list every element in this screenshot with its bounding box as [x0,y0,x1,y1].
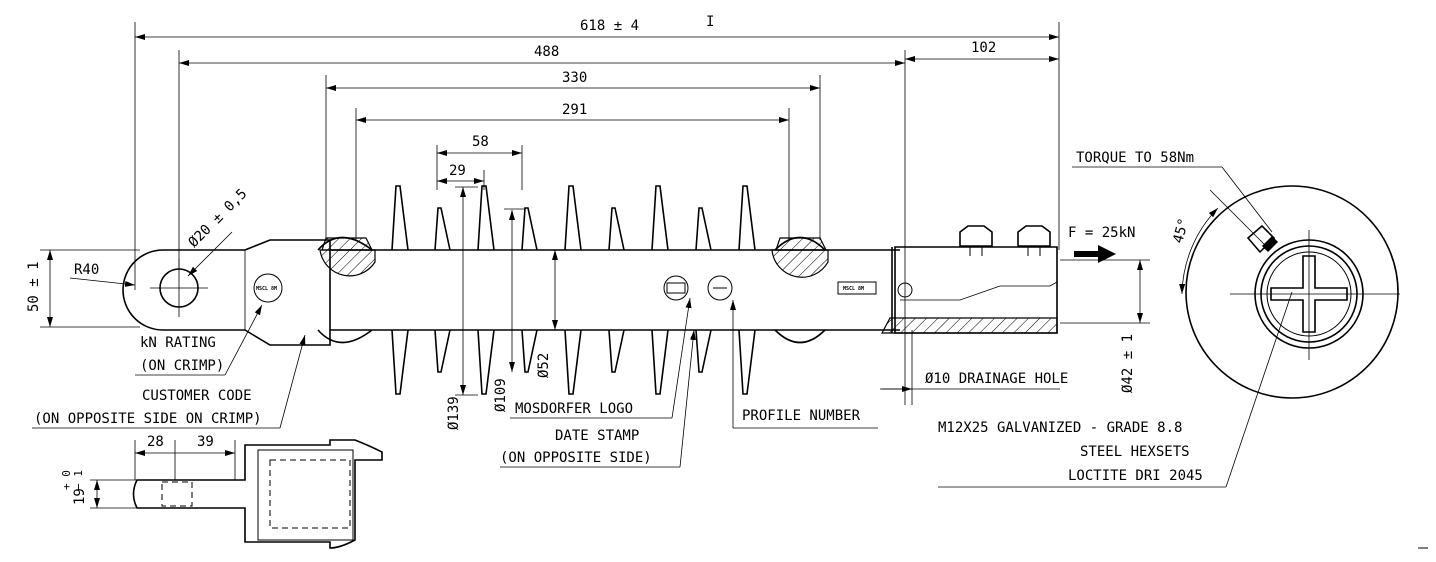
drainage-hole-mark [897,282,913,298]
load-arrow-icon [1074,245,1116,263]
profile-number-mark [707,275,733,301]
dim-291: 291 [562,102,587,118]
dimension-texts: 618 ± 4 I 488 102 330 291 58 29 [449,14,996,179]
dim-width: 50 ± 1 [26,261,42,312]
clevis-end: MSCL 8M [122,239,331,346]
dimension-lines [134,22,1060,405]
profile-number-label: PROFILE NUMBER [742,408,861,424]
end-view: 45° TORQUE TO 58Nm [1072,150,1400,399]
kn-rating-line2: (ON CRIMP) [140,358,224,374]
dim-radius: R40 [74,262,99,278]
kn-rating-line1: kN RATING [140,335,216,351]
dim-52: Ø52 [536,353,552,378]
end-fitting: MSCL 8M F = 25kN [837,225,1135,334]
dim-hole: Ø20 ± 0,5 [186,186,251,251]
dim-109: Ø109 [493,378,509,412]
dim-42: Ø42 ± 1 [1120,334,1136,393]
stamp-left: MSCL 8M [256,286,277,292]
date-stamp-line1: DATE STAMP [555,428,639,444]
clevis-detail: 28 39 19 + 0 − 1 [60,434,383,549]
dim-29: 29 [449,163,466,179]
dim-330: 330 [562,70,587,86]
dim-58: 58 [472,134,489,150]
dim-39: 39 [197,434,214,450]
tol-base: 19 [72,488,88,505]
mosdorfer-logo-label: MOSDORFER LOGO [515,401,633,417]
dim-102: 102 [971,40,996,56]
torque-label: TORQUE TO 58Nm [1076,150,1194,166]
customer-code-line1: CUSTOMER CODE [142,388,252,404]
shed-dimensions: Ø139 Ø109 Ø52 [446,186,558,430]
width-dimension: 50 ± 1 R40 Ø20 ± 0,5 [26,186,251,328]
dim-28: 28 [147,434,164,450]
dim-488: 488 [534,44,559,60]
dim-139: Ø139 [446,396,462,430]
dim-mark: I [706,14,714,30]
rod-diameter-dimension: Ø42 ± 1 [880,259,1150,405]
mosdorfer-logo-mark [663,275,689,301]
bolt-spec-line1: M12X25 GALVANIZED - GRADE 8.8 [938,420,1182,436]
callouts: kN RATING (ON CRIMP) CUSTOMER CODE (ON O… [32,291,1293,488]
stamp-left-circle [253,273,283,303]
dim-angle: 45° [1170,216,1192,245]
dim-overall: 618 ± 4 [580,18,639,34]
customer-code-line2: (ON OPPOSITE SIDE ON CRIMP) [34,411,262,427]
insulator-body [317,185,900,395]
tol-lower: − 1 [72,470,85,490]
bolt-spec-line2: STEEL HEXSETS [1080,444,1190,460]
date-stamp-line2: (ON OPPOSITE SIDE) [500,450,652,466]
bolt-spec-line3: LOCTITE DRI 2045 [1068,468,1203,484]
tol-upper: + 0 [60,470,73,490]
stamp-right: MSCL 8M [843,286,864,292]
load-label: F = 25kN [1068,225,1135,241]
drainage-hole-label: Ø10 DRAINAGE HOLE [925,371,1068,387]
